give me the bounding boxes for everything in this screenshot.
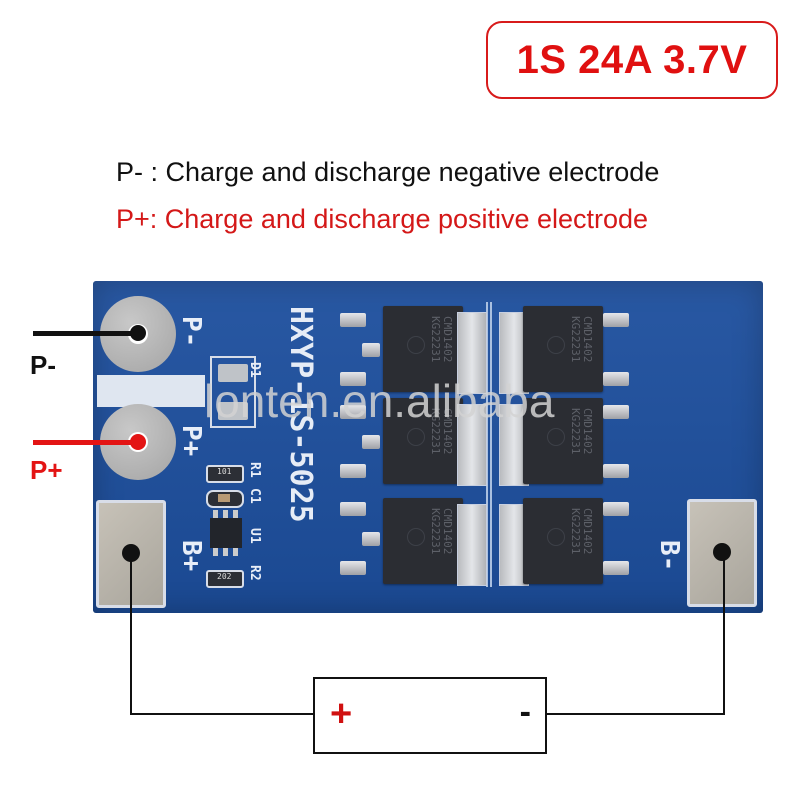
silk-b-minus: B- [654,540,684,572]
legend-negative: P- : Charge and discharge negative elect… [116,157,660,187]
silk-p-plus: P+ [176,425,206,457]
r1-resistor: 101 [206,465,244,483]
silk-b-plus: B+ [176,540,206,572]
battery-cell: + - [313,677,547,754]
legend-positive: P+: Charge and discharge positive electr… [116,204,649,234]
d1-footprint [210,356,256,428]
c1-capacitor [206,490,244,508]
b-minus-wire-horizontal [546,713,725,715]
u1-ic [210,518,242,548]
p-plus-wire [33,440,138,445]
b-minus-pad [687,499,757,607]
p-minus-label: P- [30,350,56,380]
silk-r2: R2 [247,565,262,581]
silk-r1: R1 [247,462,262,478]
p-plus-label: P+ [30,455,63,485]
watermark: lonten.en.alibaba [204,375,555,427]
mosfet-1-tab [457,312,487,394]
silk-p-minus: P- [176,316,206,348]
mosfet-2-tab [457,404,487,486]
silk-c1: C1 [247,488,262,504]
p-plus-wire-end [130,434,146,450]
battery-minus-sign: - [519,693,531,731]
silk-u1: U1 [247,528,262,544]
b-plus-wire-horizontal [130,713,314,715]
battery-plus-sign: + [330,693,353,735]
b-plus-wire-vertical [130,558,132,715]
r2-resistor: 202 [206,570,244,588]
spec-badge: 1S 24A 3.7V [486,21,778,99]
b-plus-pad [96,500,166,608]
silk-bar [97,375,205,407]
p-minus-wire-end [130,325,146,341]
b-plus-connection-dot [122,544,140,562]
b-minus-connection-dot [713,543,731,561]
spec-text: 1S 24A 3.7V [516,37,748,82]
mosfet-3-tab [457,504,487,586]
b-minus-wire-vertical [723,558,725,715]
p-minus-wire [33,331,138,336]
